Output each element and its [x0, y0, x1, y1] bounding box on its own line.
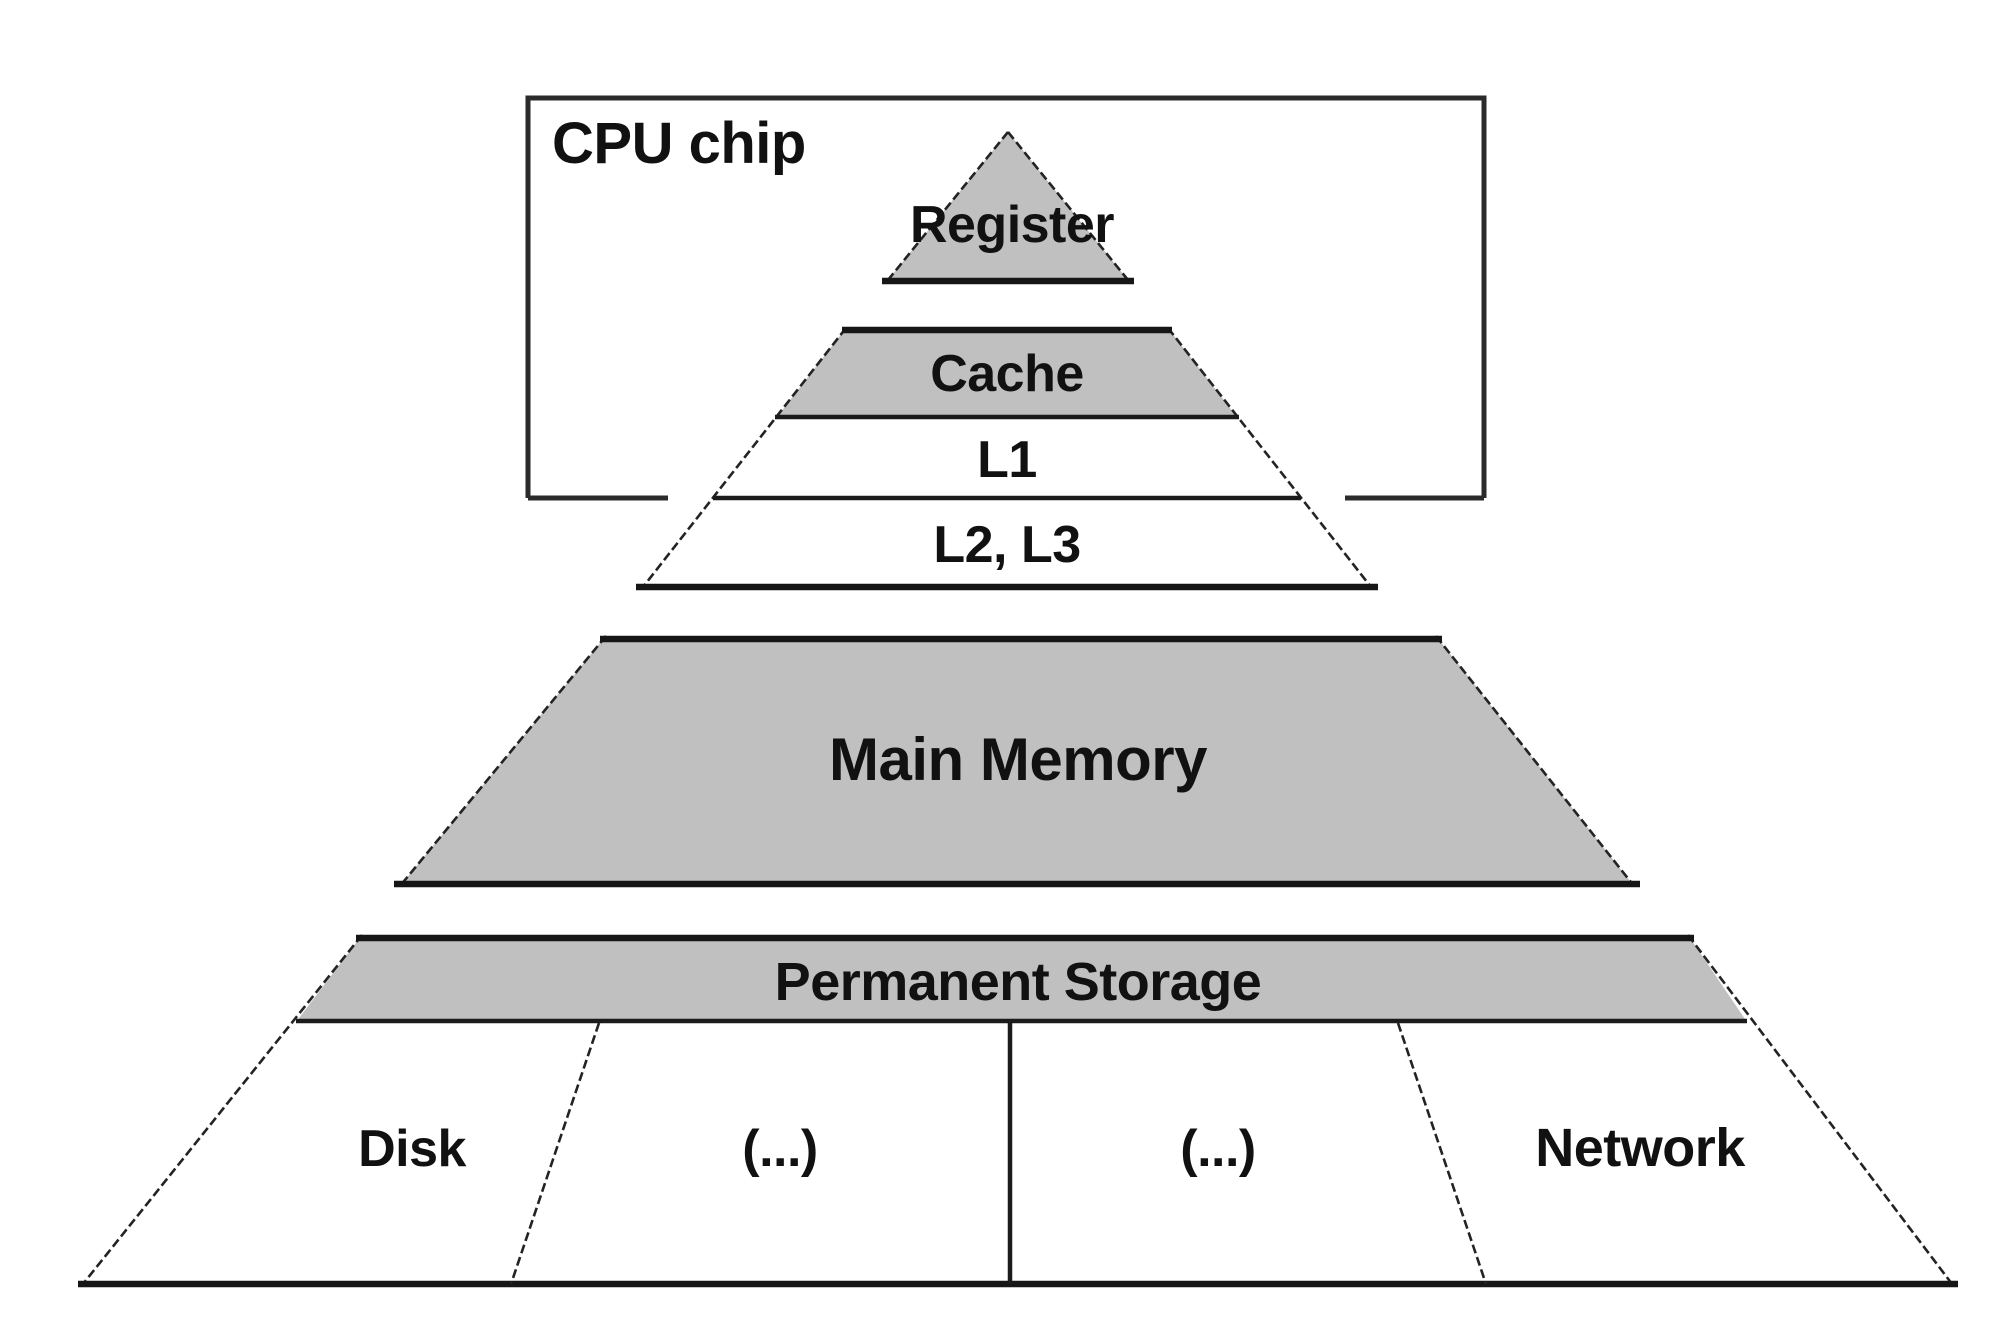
- upper-pyramid-left-side: [641, 327, 848, 588]
- permanent-storage-label: Permanent Storage: [775, 952, 1262, 1012]
- main-memory-label: Main Memory: [829, 726, 1208, 793]
- l1-label: L1: [977, 431, 1037, 489]
- l2-l3-label: L2, L3: [933, 516, 1080, 574]
- network-label: Network: [1535, 1118, 1746, 1178]
- divider-disk-etc: [509, 1022, 601, 1285]
- cpu-chip-box: [525, 95, 1487, 498]
- upper-pyramid-right-side: [1166, 327, 1373, 588]
- etc-right-label: (...): [1180, 1120, 1255, 1178]
- main-memory-left-side: [398, 635, 608, 887]
- cache-label: Cache: [930, 345, 1084, 403]
- register-label: Register: [910, 196, 1114, 254]
- storage-right-side: [1686, 934, 1954, 1285]
- main-memory-right-side: [1434, 635, 1636, 887]
- register-triangle-right-side: [1006, 131, 1130, 281]
- disk-label: Disk: [358, 1120, 466, 1178]
- permanent-storage-band: [296, 935, 1747, 1022]
- storage-left-side: [81, 934, 364, 1285]
- cache-band: [777, 328, 1237, 417]
- cpu-chip-label: CPU chip: [552, 111, 806, 176]
- divider-etc-network: [1396, 1022, 1488, 1285]
- main-memory-trapezoid: [400, 636, 1634, 886]
- etc-left-label: (...): [742, 1120, 817, 1178]
- register-triangle: [888, 132, 1128, 280]
- register-triangle-left-side: [886, 131, 1010, 281]
